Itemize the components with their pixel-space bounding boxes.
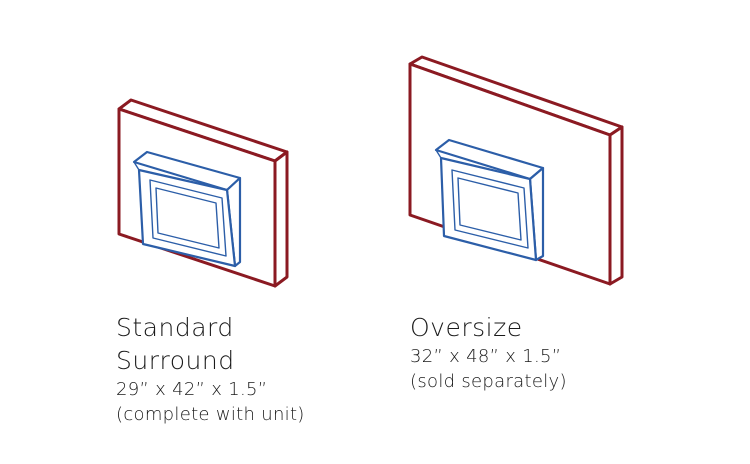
standard-note: (complete with unit) [116,404,305,425]
standard-surround-caption: Standard Surround 29” x 42” x 1.5” (comp… [116,311,376,427]
oversize-title: Oversize [410,313,523,342]
oversize-caption: Oversize 32” x 48” x 1.5” (sold separate… [410,311,670,394]
standard-unit [132,150,242,268]
oversize-unit [434,138,545,262]
oversize-note: (sold separately) [410,371,567,392]
surround-diagrams [117,55,624,288]
standard-dimensions: 29” x 42” x 1.5” [116,379,268,400]
standard-title-line-1: Standard [116,313,234,342]
oversize-dimensions: 32” x 48” x 1.5” [410,346,562,367]
standard-title-line-2: Surround [116,346,235,375]
